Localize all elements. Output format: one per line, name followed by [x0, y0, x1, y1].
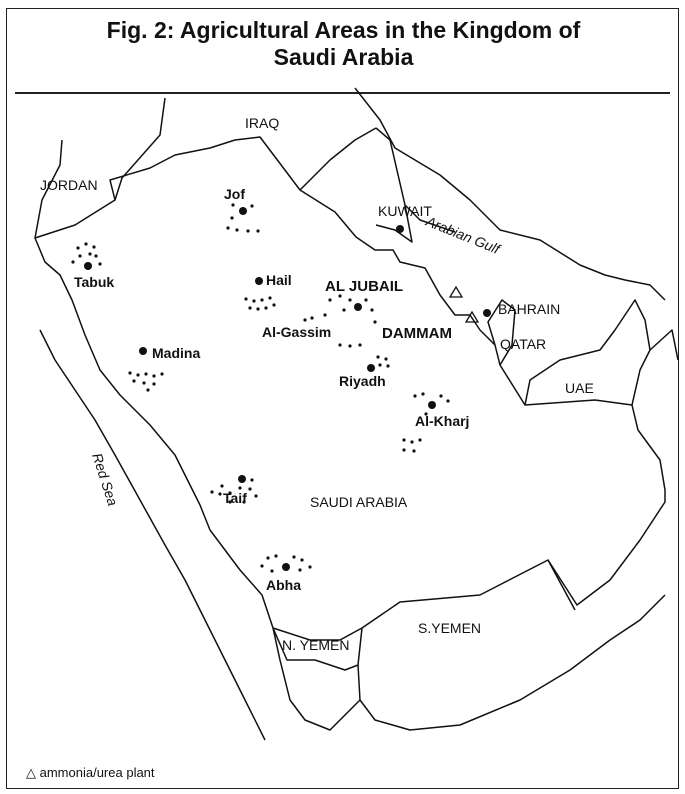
label-taif: Taif [223, 490, 247, 506]
label-uae: UAE [565, 380, 594, 396]
figure-frame: Fig. 2: Agricultural Areas in the Kingdo… [6, 8, 679, 789]
qatar-outline [487, 299, 516, 366]
map-legend: △ ammonia/urea plant [26, 765, 155, 781]
marker-riyadh [367, 364, 375, 372]
kuwait-border [375, 204, 413, 243]
agri-hail [244, 296, 276, 311]
label-n-yemen: N. YEMEN [282, 637, 349, 653]
label-tabuk: Tabuk [74, 274, 114, 290]
marker-al-kharj [428, 401, 436, 409]
label-jordan: JORDAN [40, 177, 98, 193]
marker-kuwait-city [396, 225, 404, 233]
label-red-sea: Red Sea [89, 451, 121, 508]
label-saudi-arabia: SAUDI ARABIA [310, 494, 408, 510]
figure-title: Fig. 2: Agricultural Areas in the Kingdo… [7, 17, 680, 71]
agri-al-kharj [402, 392, 450, 453]
label-arabian-gulf: Arabian Gulf [423, 213, 504, 258]
marker-taif [238, 475, 246, 483]
marker-hail [255, 277, 263, 285]
uae-outline [524, 299, 651, 406]
legend-text: ammonia/urea plant [39, 765, 155, 780]
label-al-jubail: AL JUBAIL [325, 278, 403, 295]
agri-gassim [303, 294, 377, 324]
title-line-1: Fig. 2: Agricultural Areas in the Kingdo… [106, 17, 581, 43]
marker-abha [282, 563, 290, 571]
city-markers [84, 207, 491, 571]
map-borders [34, 87, 679, 741]
label-jof: Jof [224, 186, 245, 202]
jordan-iraq-border [114, 97, 166, 201]
label-kuwait: KUWAIT [378, 203, 432, 219]
agri-madina [128, 371, 164, 392]
triangle-icon: △ [26, 765, 36, 780]
marker-jof [239, 207, 247, 215]
label-qatar: QATAR [500, 336, 546, 352]
agri-taif [210, 478, 258, 504]
oman-coast [649, 329, 679, 361]
agricultural-areas [71, 203, 450, 573]
iraq-kuwait-border [299, 127, 377, 191]
label-bahrain: BAHRAIN [498, 301, 560, 317]
agri-jof [226, 203, 260, 233]
gulf-coast-north [375, 127, 456, 233]
plant-markers [448, 285, 480, 323]
marker-bahrain [483, 309, 491, 317]
agri-tabuk [71, 242, 102, 266]
sinai-coast [34, 139, 63, 239]
label-iraq: IRAQ [245, 115, 279, 131]
agri-riyadh [338, 343, 390, 368]
marker-madina [139, 347, 147, 355]
iran-coast [354, 87, 666, 301]
marker-tabuk [84, 262, 92, 270]
title-divider [15, 92, 670, 94]
label-s-yemen: S.YEMEN [418, 620, 481, 636]
yemen-border [272, 627, 363, 641]
agri-abha [260, 554, 312, 573]
title-line-2: Saudi Arabia [273, 44, 414, 70]
marker-al-gassim [354, 303, 362, 311]
yemen-oman-border [547, 559, 576, 611]
label-hail: Hail [266, 272, 292, 288]
label-al-kharj: Al-Kharj [415, 413, 469, 429]
label-abha: Abha [266, 577, 301, 593]
n-yemen-coast [272, 627, 361, 731]
plant-dammam [464, 310, 480, 323]
saudi-border [34, 136, 666, 671]
label-dammam: DAMMAM [382, 325, 452, 342]
label-madina: Madina [152, 345, 200, 361]
plant-al-jubail [448, 285, 464, 298]
label-al-gassim: Al-Gassim [262, 324, 331, 340]
s-yemen-coast [357, 594, 666, 731]
label-riyadh: Riyadh [339, 373, 386, 389]
africa-coast [39, 329, 266, 741]
